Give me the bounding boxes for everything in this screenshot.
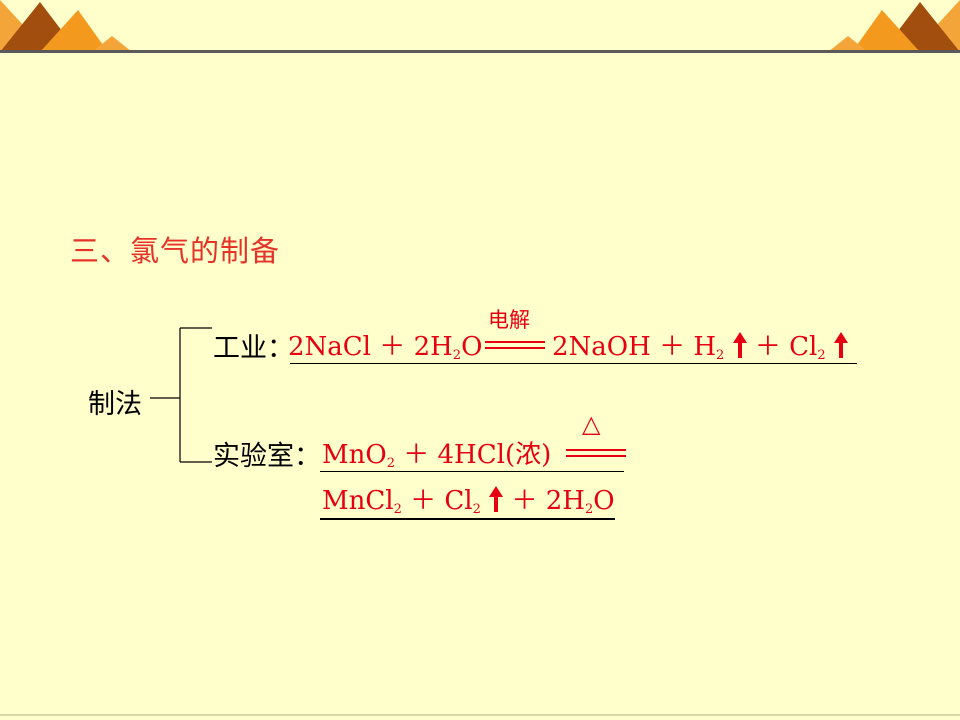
gas-up-arrow-icon xyxy=(833,332,848,358)
plus-sign: ＋ xyxy=(379,332,406,362)
formula-term: 2NaOH xyxy=(552,332,651,362)
header-divider xyxy=(0,50,960,53)
industrial-label: 工业： xyxy=(213,333,294,364)
industrial-equation-rhs: 2NaOH ＋ H2 ＋ Cl2 xyxy=(552,326,848,363)
industrial-condition: 电解 xyxy=(488,308,530,332)
plus-sign: ＋ xyxy=(659,332,686,362)
formula-term: Cl xyxy=(789,332,818,362)
gas-up-arrow-icon xyxy=(732,332,747,358)
formula-term: MnCl xyxy=(322,486,394,516)
concentrated-note: (浓) xyxy=(504,440,552,470)
corner-decoration-left xyxy=(0,0,132,52)
subscript: 2 xyxy=(393,502,402,517)
subscript: 2 xyxy=(452,348,462,363)
subscript: 2 xyxy=(817,348,826,363)
subscript: 2 xyxy=(386,456,395,471)
formula-term: 4HCl xyxy=(437,440,505,470)
answer-underline xyxy=(290,363,857,364)
section-heading: 三、氯气的制备 xyxy=(70,234,281,268)
reaction-equals-sign xyxy=(566,449,626,457)
plus-sign: ＋ xyxy=(754,332,781,362)
formula-term: O xyxy=(461,332,483,362)
formula-term: 2H xyxy=(413,332,453,362)
root-label: 制法 xyxy=(88,389,142,420)
reaction-equals-sign xyxy=(485,341,545,349)
footer-divider xyxy=(0,714,960,716)
answer-underline xyxy=(320,518,615,520)
answer-underline xyxy=(320,471,624,472)
lab-label: 实验室： xyxy=(213,441,321,472)
subscript: 2 xyxy=(472,502,481,517)
gas-up-arrow-icon xyxy=(489,486,504,512)
plus-sign: ＋ xyxy=(403,440,430,470)
lab-equation-rhs: MnCl2 ＋ Cl2 ＋ 2H2O xyxy=(322,480,615,517)
lab-equation-lhs: MnO2 ＋ 4HCl(浓) xyxy=(322,434,551,471)
formula-term: MnO xyxy=(322,440,387,470)
formula-term: 2NaCl xyxy=(288,332,372,362)
plus-sign: ＋ xyxy=(511,486,538,516)
formula-term: Cl xyxy=(444,486,473,516)
heating-condition-icon: △ xyxy=(582,410,601,438)
industrial-equation-lhs: 2NaCl ＋ 2H2O xyxy=(288,326,482,363)
formula-term: O xyxy=(593,486,615,516)
subscript: 2 xyxy=(716,348,725,363)
corner-decoration-right xyxy=(828,0,960,52)
subscript: 2 xyxy=(584,502,594,517)
formula-term: 2H xyxy=(545,486,585,516)
formula-term: H xyxy=(693,332,717,362)
plus-sign: ＋ xyxy=(410,486,437,516)
